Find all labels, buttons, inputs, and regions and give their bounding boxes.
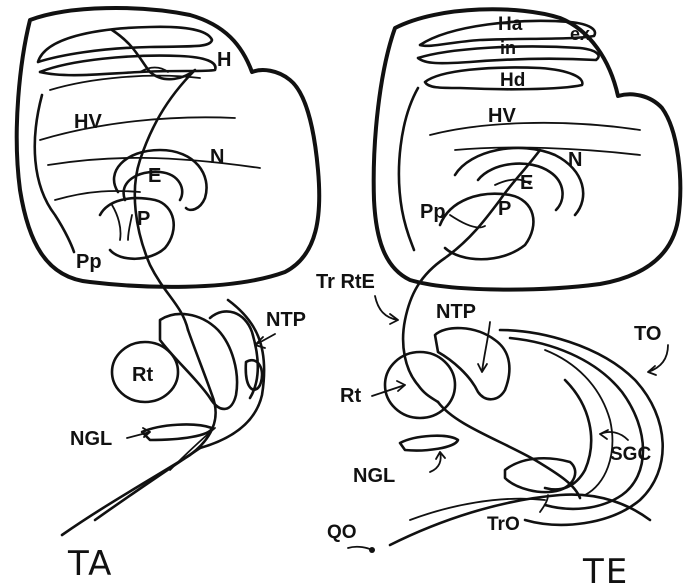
left-ngl-nucleus (142, 425, 212, 440)
right-label-ha: Ha (498, 14, 523, 35)
right-rt-arrow (372, 381, 405, 396)
left-label-rt: Rt (132, 364, 153, 386)
right-label-hd: Hd (500, 70, 525, 91)
right-lateral-stripe (399, 88, 418, 250)
right-label-p: P (498, 198, 511, 220)
left-optic-tract-2 (170, 428, 215, 470)
right-ngl-arrow (430, 452, 445, 472)
right-label-qo: QO (327, 522, 357, 543)
right-qo-marker (348, 547, 372, 550)
right-ngl-nucleus (400, 436, 458, 451)
left-ntp-inner (246, 360, 262, 390)
right-label-ntp: NTP (436, 301, 476, 323)
right-label-rt: Rt (340, 385, 361, 407)
left-label-n: N (210, 146, 224, 168)
left-lateral-stripe (35, 95, 74, 252)
left-panel: H HV N E P Pp NTP Rt NGL TA (17, 8, 320, 584)
left-label-ngl: NGL (70, 428, 112, 450)
right-label-in: in (500, 38, 516, 58)
right-tr-rte-arrow (375, 296, 398, 324)
right-ntp-arrow (478, 322, 490, 372)
right-label-tr-rte: Tr RtE (316, 271, 375, 293)
right-label-ngl: NGL (353, 465, 395, 487)
left-label-e: E (148, 165, 161, 187)
right-panel: Ha ex in Hd HV N E P Pp Tr RtE NTP Rt NG… (316, 9, 680, 587)
left-label-h: H (217, 49, 231, 71)
right-descending-tract (438, 402, 580, 498)
left-optic-tract (95, 448, 200, 520)
right-sgc-arrow (600, 430, 628, 440)
right-to-arrow (648, 345, 668, 375)
right-label-e: E (520, 172, 533, 194)
left-panel-title: TA (67, 544, 113, 584)
right-panel-title: TE (582, 552, 629, 587)
right-hv-lamina (430, 123, 640, 135)
right-label-n: N (568, 149, 582, 171)
right-hemisphere-outline (374, 9, 681, 289)
left-lamina-hv-upper (40, 117, 235, 140)
right-qo-dot (369, 547, 375, 553)
left-hyperstriatum-lamina-2 (40, 56, 215, 76)
left-label-pp: Pp (76, 251, 102, 273)
right-label-to: TO (634, 323, 661, 345)
left-tract-p-branch (112, 205, 132, 240)
right-label-sgc: SGC (610, 444, 651, 465)
right-label-tro: TrO (487, 514, 520, 535)
left-label-ntp: NTP (266, 309, 306, 331)
left-label-hv: HV (74, 111, 102, 133)
right-label-ex: ex (570, 24, 590, 44)
right-label-pp: Pp (420, 201, 446, 223)
left-label-p: P (137, 208, 150, 230)
right-tectum-layer-2 (510, 338, 643, 509)
right-label-hv: HV (488, 105, 516, 127)
right-sgc-layer (545, 380, 591, 489)
